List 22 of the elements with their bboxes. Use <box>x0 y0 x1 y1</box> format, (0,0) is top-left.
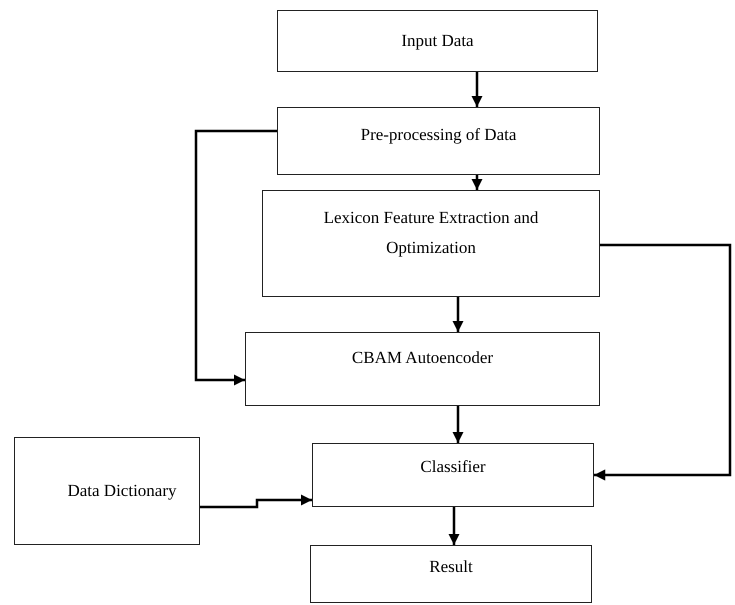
arrow <box>471 72 483 107</box>
box-label: CBAM Autoencoder <box>352 347 494 369</box>
arrow <box>452 297 464 332</box>
process-box <box>245 332 600 406</box>
arrow <box>448 507 460 545</box>
box-label: Lexicon Feature Extraction and Optimization <box>322 207 540 259</box>
process-box <box>312 443 594 507</box>
box-label: Data Dictionary <box>67 480 177 502</box>
process-box <box>277 107 600 175</box>
box-label: Input Data <box>401 30 474 52</box>
arrow <box>200 494 312 508</box>
box-label: Classifier <box>420 456 486 478</box>
process-box <box>14 437 200 545</box>
arrow <box>471 175 483 190</box>
process-box <box>310 545 592 603</box>
box-label: Result <box>429 556 473 578</box>
arrow <box>452 406 464 443</box>
box-label: Pre-processing of Data <box>360 124 516 146</box>
arrow <box>594 244 732 481</box>
process-box <box>262 190 600 297</box>
arrow <box>194 130 277 386</box>
process-box <box>277 10 598 72</box>
